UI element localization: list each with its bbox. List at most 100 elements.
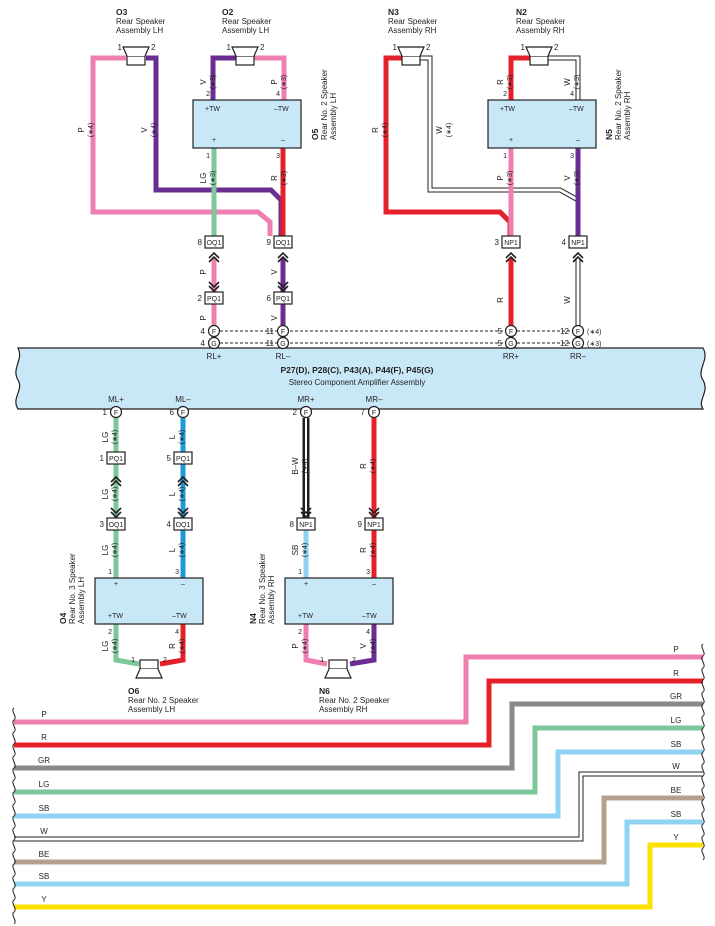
n4-tw-minus: –TW xyxy=(362,613,377,620)
term-f-mr-minus-letter: F xyxy=(372,410,376,417)
term-g-rl-minus-letter: G xyxy=(280,341,285,348)
wire-code-top-1: V xyxy=(140,127,149,133)
connector-np1-right-pin: 4 xyxy=(562,238,567,247)
wire-note-top-14: (∗3) xyxy=(507,171,514,185)
connector-pq1-right-label: PQ1 xyxy=(276,296,290,303)
connector-np1-b-right-pin: 9 xyxy=(358,520,363,529)
wire-note-bot-6: (∗4) xyxy=(302,459,309,473)
term-f-rl-plus-letter: F xyxy=(212,329,216,336)
o5-name-line1: Rear No. 2 Speaker xyxy=(320,69,329,140)
term-f-ml-plus-letter: F xyxy=(114,410,118,417)
oq1-chevron-right xyxy=(277,251,289,263)
term-f-mr-plus-letter: F xyxy=(304,410,308,417)
n5-id: N5 xyxy=(604,129,614,140)
amp-top-label-3: RR– xyxy=(570,352,587,361)
oq1-chevron-left xyxy=(208,251,220,263)
legend-left-label-6: BE xyxy=(39,850,50,859)
legend-left-label-7: SB xyxy=(39,872,50,881)
o2-pin2: 2 xyxy=(260,43,265,52)
wire-code-bot-9: R xyxy=(359,547,368,553)
legend-right-label-1: R xyxy=(673,669,679,678)
term-f-rr-plus-letter: F xyxy=(509,329,513,336)
connector-np1-right-label: NP1 xyxy=(571,240,585,247)
n6-pin2: 2 xyxy=(352,657,356,664)
wire-code-bot-7: R xyxy=(359,463,368,469)
o6-speaker-icon xyxy=(135,659,163,679)
legend-left-label-5: W xyxy=(40,827,48,836)
o5-module xyxy=(192,99,302,149)
n4-module xyxy=(284,577,394,625)
connector-np1-b-right xyxy=(364,517,384,531)
o5-tw-minus: –TW xyxy=(274,106,289,113)
term-f-ml-minus xyxy=(176,405,190,419)
n5-pin3: 3 xyxy=(570,153,574,160)
connector-oq1-b-left xyxy=(106,517,126,531)
n5-plus: + xyxy=(509,137,513,144)
connector-np1-left xyxy=(501,235,521,249)
term-g-rl-minus-pin: 11 xyxy=(266,339,275,348)
term-f-rr-plus xyxy=(504,324,518,338)
wire-note-bot-2: (∗4) xyxy=(112,487,119,501)
n6-id: N6 xyxy=(319,686,330,696)
connector-pq1-left-pin: 2 xyxy=(198,294,203,303)
connector-np1-left-label: NP1 xyxy=(504,240,518,247)
wire-n2-w xyxy=(548,56,580,100)
o2-pin1: 1 xyxy=(227,43,232,52)
n5-name-line1: Rear No. 2 Speaker xyxy=(614,69,623,140)
n2-speaker-icon xyxy=(525,46,553,66)
wire-o4-o6-lg xyxy=(113,624,140,667)
connector-pq1-b-left-label: PQ1 xyxy=(109,456,123,463)
wire-note-top-1: (∗4) xyxy=(151,123,158,137)
wire-code-top-5: R xyxy=(270,175,279,181)
wire-code-top-7: V xyxy=(270,269,279,275)
o3-pin2: 2 xyxy=(151,43,156,52)
o4-pin1: 1 xyxy=(108,569,112,576)
o5-pin2: 2 xyxy=(206,91,210,98)
wire-note-bot-1: (∗4) xyxy=(179,430,186,444)
wire-code-top-3: P xyxy=(270,79,279,84)
o6-id: O6 xyxy=(128,686,140,696)
o3-id: O3 xyxy=(116,7,128,17)
term-g-rr-plus xyxy=(504,336,518,350)
np1-b-chevron-right xyxy=(368,507,380,519)
wire-code-bot-8: SB xyxy=(291,545,300,556)
term-f-ml-minus-letter: F xyxy=(181,410,185,417)
term-f-rl-minus-letter: F xyxy=(281,329,285,336)
o3-pin1: 1 xyxy=(118,43,123,52)
term-g-rl-plus-letter: G xyxy=(211,341,216,348)
wire-code-bot-1: L xyxy=(168,434,177,439)
pq1-chevron-right xyxy=(277,281,289,293)
n4-name-line2: Assembly RH xyxy=(267,575,276,624)
connector-np1-right xyxy=(568,235,588,249)
term-f-mr-plus xyxy=(299,405,313,419)
n3-pin1: 1 xyxy=(393,43,398,52)
wire-note-top-11: (∗4) xyxy=(446,123,453,137)
wire-code-top-6: P xyxy=(199,269,208,274)
n4-tw-plus: +TW xyxy=(298,613,313,620)
n4-name-line1: Rear No. 3 Speaker xyxy=(258,553,267,624)
wire-code-top-11: W xyxy=(435,126,444,134)
wire-code-top-17: W xyxy=(563,296,572,304)
connector-oq1-right xyxy=(273,235,293,249)
connector-np1-b-left xyxy=(296,517,316,531)
o4-pin4: 4 xyxy=(175,629,179,636)
o3-name-line2: Assembly LH xyxy=(116,26,163,35)
term-g-rr-minus-note: (∗3) xyxy=(587,341,601,348)
term-g-rl-plus-pin: 4 xyxy=(201,339,206,348)
wire-note-top-12: (∗3) xyxy=(507,75,514,89)
term-f-rr-minus-pin: 12 xyxy=(560,327,569,336)
term-f-ml-minus-pin: 6 xyxy=(170,408,175,417)
wire-o4-o6-r xyxy=(159,624,186,667)
o2-name-line1: Rear Speaker xyxy=(222,17,272,26)
amp-bottom-label-3: MR– xyxy=(366,395,383,404)
wire-code-bot-0: LG xyxy=(101,432,110,443)
connector-oq1-right-pin: 9 xyxy=(267,238,272,247)
connector-np1-b-right-label: NP1 xyxy=(367,522,381,529)
amp-top-label-0: RL+ xyxy=(207,352,222,361)
legend-left-label-1: R xyxy=(41,733,47,742)
o5-tw-plus: +TW xyxy=(205,106,220,113)
n2-name-line2: Assembly RH xyxy=(516,26,565,35)
n6-name-line1: Rear No. 2 Speaker xyxy=(319,696,390,705)
o2-speaker-icon xyxy=(231,46,259,66)
wire-code-top-15: V xyxy=(563,175,572,181)
